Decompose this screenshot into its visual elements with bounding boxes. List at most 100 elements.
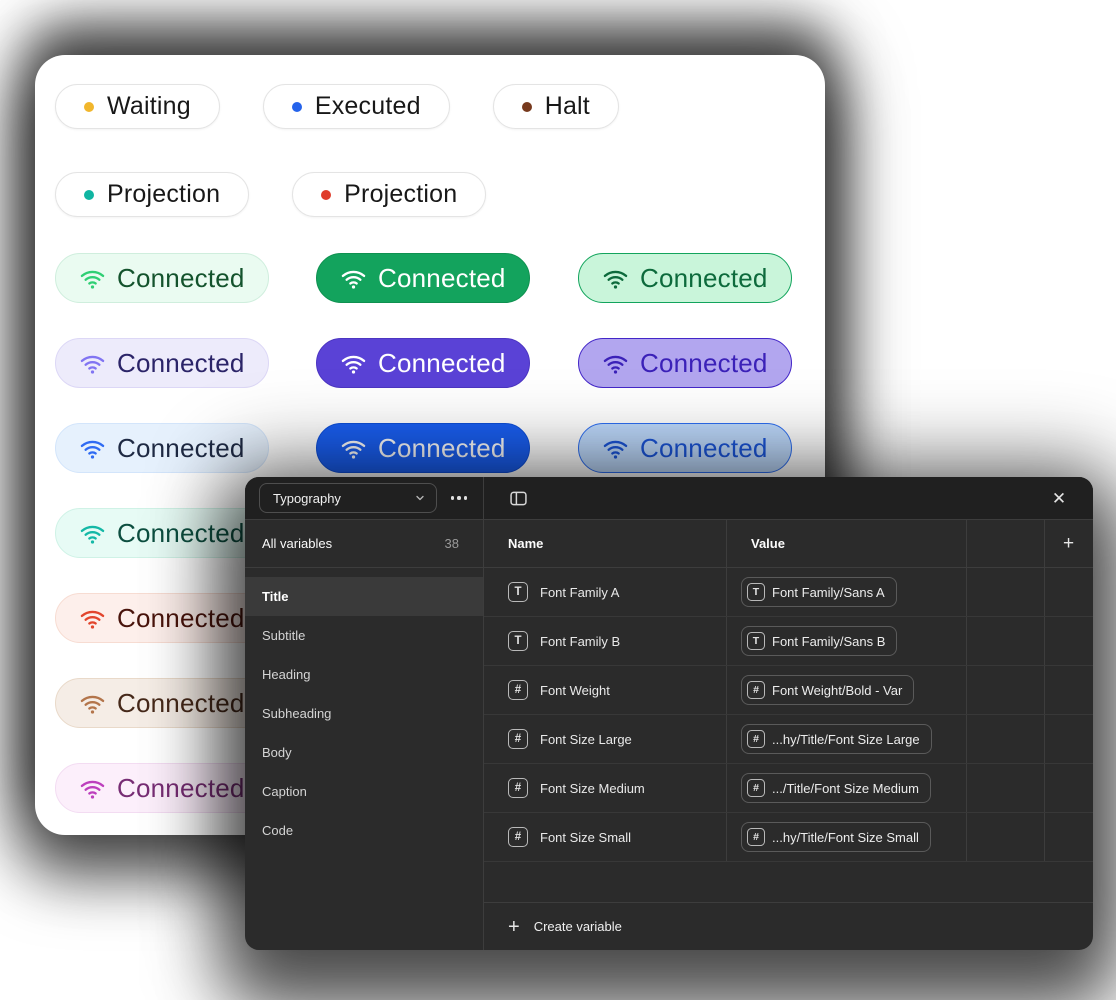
connected-badge[interactable]: Connected: [55, 338, 269, 388]
variable-table-row[interactable]: # Font Size Medium # .../Title/Font Size…: [484, 764, 1093, 813]
variables-table: Name Value + T Font Family A T Font Fami…: [484, 520, 1093, 950]
number-variable-icon: #: [747, 828, 765, 846]
ellipsis-icon: [457, 496, 461, 500]
empty-add-cell: [1044, 666, 1092, 714]
all-variables-label: All variables: [262, 536, 333, 551]
variable-value-pill[interactable]: T Font Family/Sans A: [741, 577, 897, 607]
status-pill-label: Projection: [344, 180, 458, 208]
close-panel-button[interactable]: ✕: [1045, 484, 1073, 512]
panel-topbar-right: ✕: [484, 477, 1093, 519]
sidebar-group-label: Title: [262, 589, 289, 604]
variable-table-row[interactable]: # Font Size Large # ...hy/Title/Font Siz…: [484, 715, 1093, 764]
connected-badge-grid: Connected Connected Connected: [55, 253, 805, 473]
connected-badge[interactable]: Connected: [578, 338, 792, 388]
sidebar-item-caption[interactable]: Caption: [245, 772, 483, 811]
sidebar-item-subheading[interactable]: Subheading: [245, 694, 483, 733]
empty-mode-cell: [966, 617, 1044, 665]
all-variables-count: 38: [444, 536, 459, 551]
wifi-icon: [340, 350, 367, 377]
status-pill-row: Waiting Executed Halt: [55, 84, 805, 129]
table-empty-area: [484, 862, 1093, 902]
variable-table-row[interactable]: T Font Family A T Font Family/Sans A: [484, 568, 1093, 617]
connected-badge[interactable]: Connected: [316, 423, 530, 473]
variable-value-pill[interactable]: T Font Family/Sans B: [741, 626, 898, 656]
variable-value: ...hy/Title/Font Size Large: [772, 731, 920, 747]
plus-icon: +: [508, 915, 520, 938]
connected-badge-label: Connected: [640, 432, 768, 463]
connected-badge[interactable]: Connected: [55, 508, 269, 558]
number-variable-icon: #: [508, 827, 528, 847]
sidebar-item-body[interactable]: Body: [245, 733, 483, 772]
sidebar-item-title[interactable]: Title: [245, 577, 483, 616]
variable-value-cell: T Font Family/Sans A: [726, 568, 966, 616]
plus-icon: +: [1062, 533, 1075, 554]
name-column-header: Name: [508, 536, 544, 551]
status-pill-label: Executed: [314, 92, 421, 120]
number-variable-icon: #: [747, 779, 765, 797]
wifi-icon: [340, 435, 367, 462]
sidebar-group-label: Caption: [262, 784, 307, 799]
variable-table-row[interactable]: # Font Size Small # ...hy/Title/Font Siz…: [484, 813, 1093, 862]
empty-add-cell: [1044, 617, 1092, 665]
variable-value-cell: T Font Family/Sans B: [726, 617, 966, 665]
status-pill[interactable]: Halt: [492, 84, 619, 129]
sidebar-toggle-button[interactable]: [504, 484, 532, 512]
variable-value-pill[interactable]: # ...hy/Title/Font Size Small: [741, 822, 931, 852]
sidebar-item-subtitle[interactable]: Subtitle: [245, 616, 483, 655]
components-card: Waiting Executed Halt Projection Project…: [35, 55, 825, 835]
connected-badge[interactable]: Connected: [578, 423, 792, 473]
empty-add-cell: [1044, 813, 1092, 861]
status-pill-row: Projection Projection: [55, 172, 805, 217]
connected-badge[interactable]: Connected: [316, 253, 530, 303]
panel-left-icon: [508, 488, 529, 509]
variable-table-row[interactable]: # Font Weight # Font Weight/Bold - Var: [484, 666, 1093, 715]
connected-badge-label: Connected: [117, 772, 245, 803]
status-dot-icon: [291, 101, 302, 112]
connected-badge[interactable]: Connected: [55, 593, 269, 643]
connected-badge-label: Connected: [117, 517, 245, 548]
create-variable-button[interactable]: + Create variable: [484, 903, 1093, 950]
status-pill[interactable]: Waiting: [55, 84, 220, 129]
status-dot-icon: [84, 189, 94, 200]
more-options-button[interactable]: [445, 484, 473, 512]
connected-badge[interactable]: Connected: [55, 253, 269, 303]
status-pill[interactable]: Projection: [55, 172, 250, 217]
status-dot-icon: [521, 101, 532, 112]
connected-badge[interactable]: Connected: [55, 763, 269, 813]
number-variable-icon: #: [747, 730, 765, 748]
collection-select[interactable]: Typography: [259, 483, 437, 513]
connected-badge-label: Connected: [117, 432, 245, 463]
empty-mode-cell: [966, 568, 1044, 616]
connected-badge[interactable]: Connected: [578, 253, 792, 303]
sidebar-group-label: Body: [262, 745, 292, 760]
sidebar-item-code[interactable]: Code: [245, 811, 483, 850]
variable-value-pill[interactable]: # ...hy/Title/Font Size Large: [741, 724, 932, 754]
connected-badge[interactable]: Connected: [55, 423, 269, 473]
wifi-icon: [340, 265, 367, 292]
variable-name-cell: T Font Family B: [484, 617, 726, 665]
connected-badge[interactable]: Connected: [55, 678, 269, 728]
sidebar-group-label: Heading: [262, 667, 311, 682]
value-column-header: Value: [726, 520, 966, 567]
variable-value-pill[interactable]: # Font Weight/Bold - Var: [741, 675, 915, 705]
variable-value: Font Family/Sans A: [772, 584, 885, 600]
variable-value: .../Title/Font Size Medium: [772, 780, 919, 796]
variable-name: Font Size Large: [540, 731, 632, 747]
connected-badge[interactable]: Connected: [316, 338, 530, 388]
sidebar-item-heading[interactable]: Heading: [245, 655, 483, 694]
number-variable-icon: #: [508, 778, 528, 798]
add-mode-button[interactable]: +: [1044, 520, 1092, 567]
status-pill[interactable]: Executed: [262, 84, 450, 129]
sidebar-item-all-variables[interactable]: All variables 38: [245, 520, 483, 568]
connected-badge-label: Connected: [640, 262, 768, 293]
variable-table-row[interactable]: T Font Family B T Font Family/Sans B: [484, 617, 1093, 666]
variable-value-pill[interactable]: # .../Title/Font Size Medium: [741, 773, 931, 803]
wifi-icon: [79, 435, 106, 462]
status-pill[interactable]: Projection: [292, 172, 487, 217]
wifi-icon: [79, 690, 106, 717]
empty-mode-cell: [966, 715, 1044, 763]
empty-mode-cell: [966, 813, 1044, 861]
wifi-icon: [79, 520, 106, 547]
collection-select-value: Typography: [273, 490, 341, 506]
empty-column-header: [966, 520, 1044, 567]
